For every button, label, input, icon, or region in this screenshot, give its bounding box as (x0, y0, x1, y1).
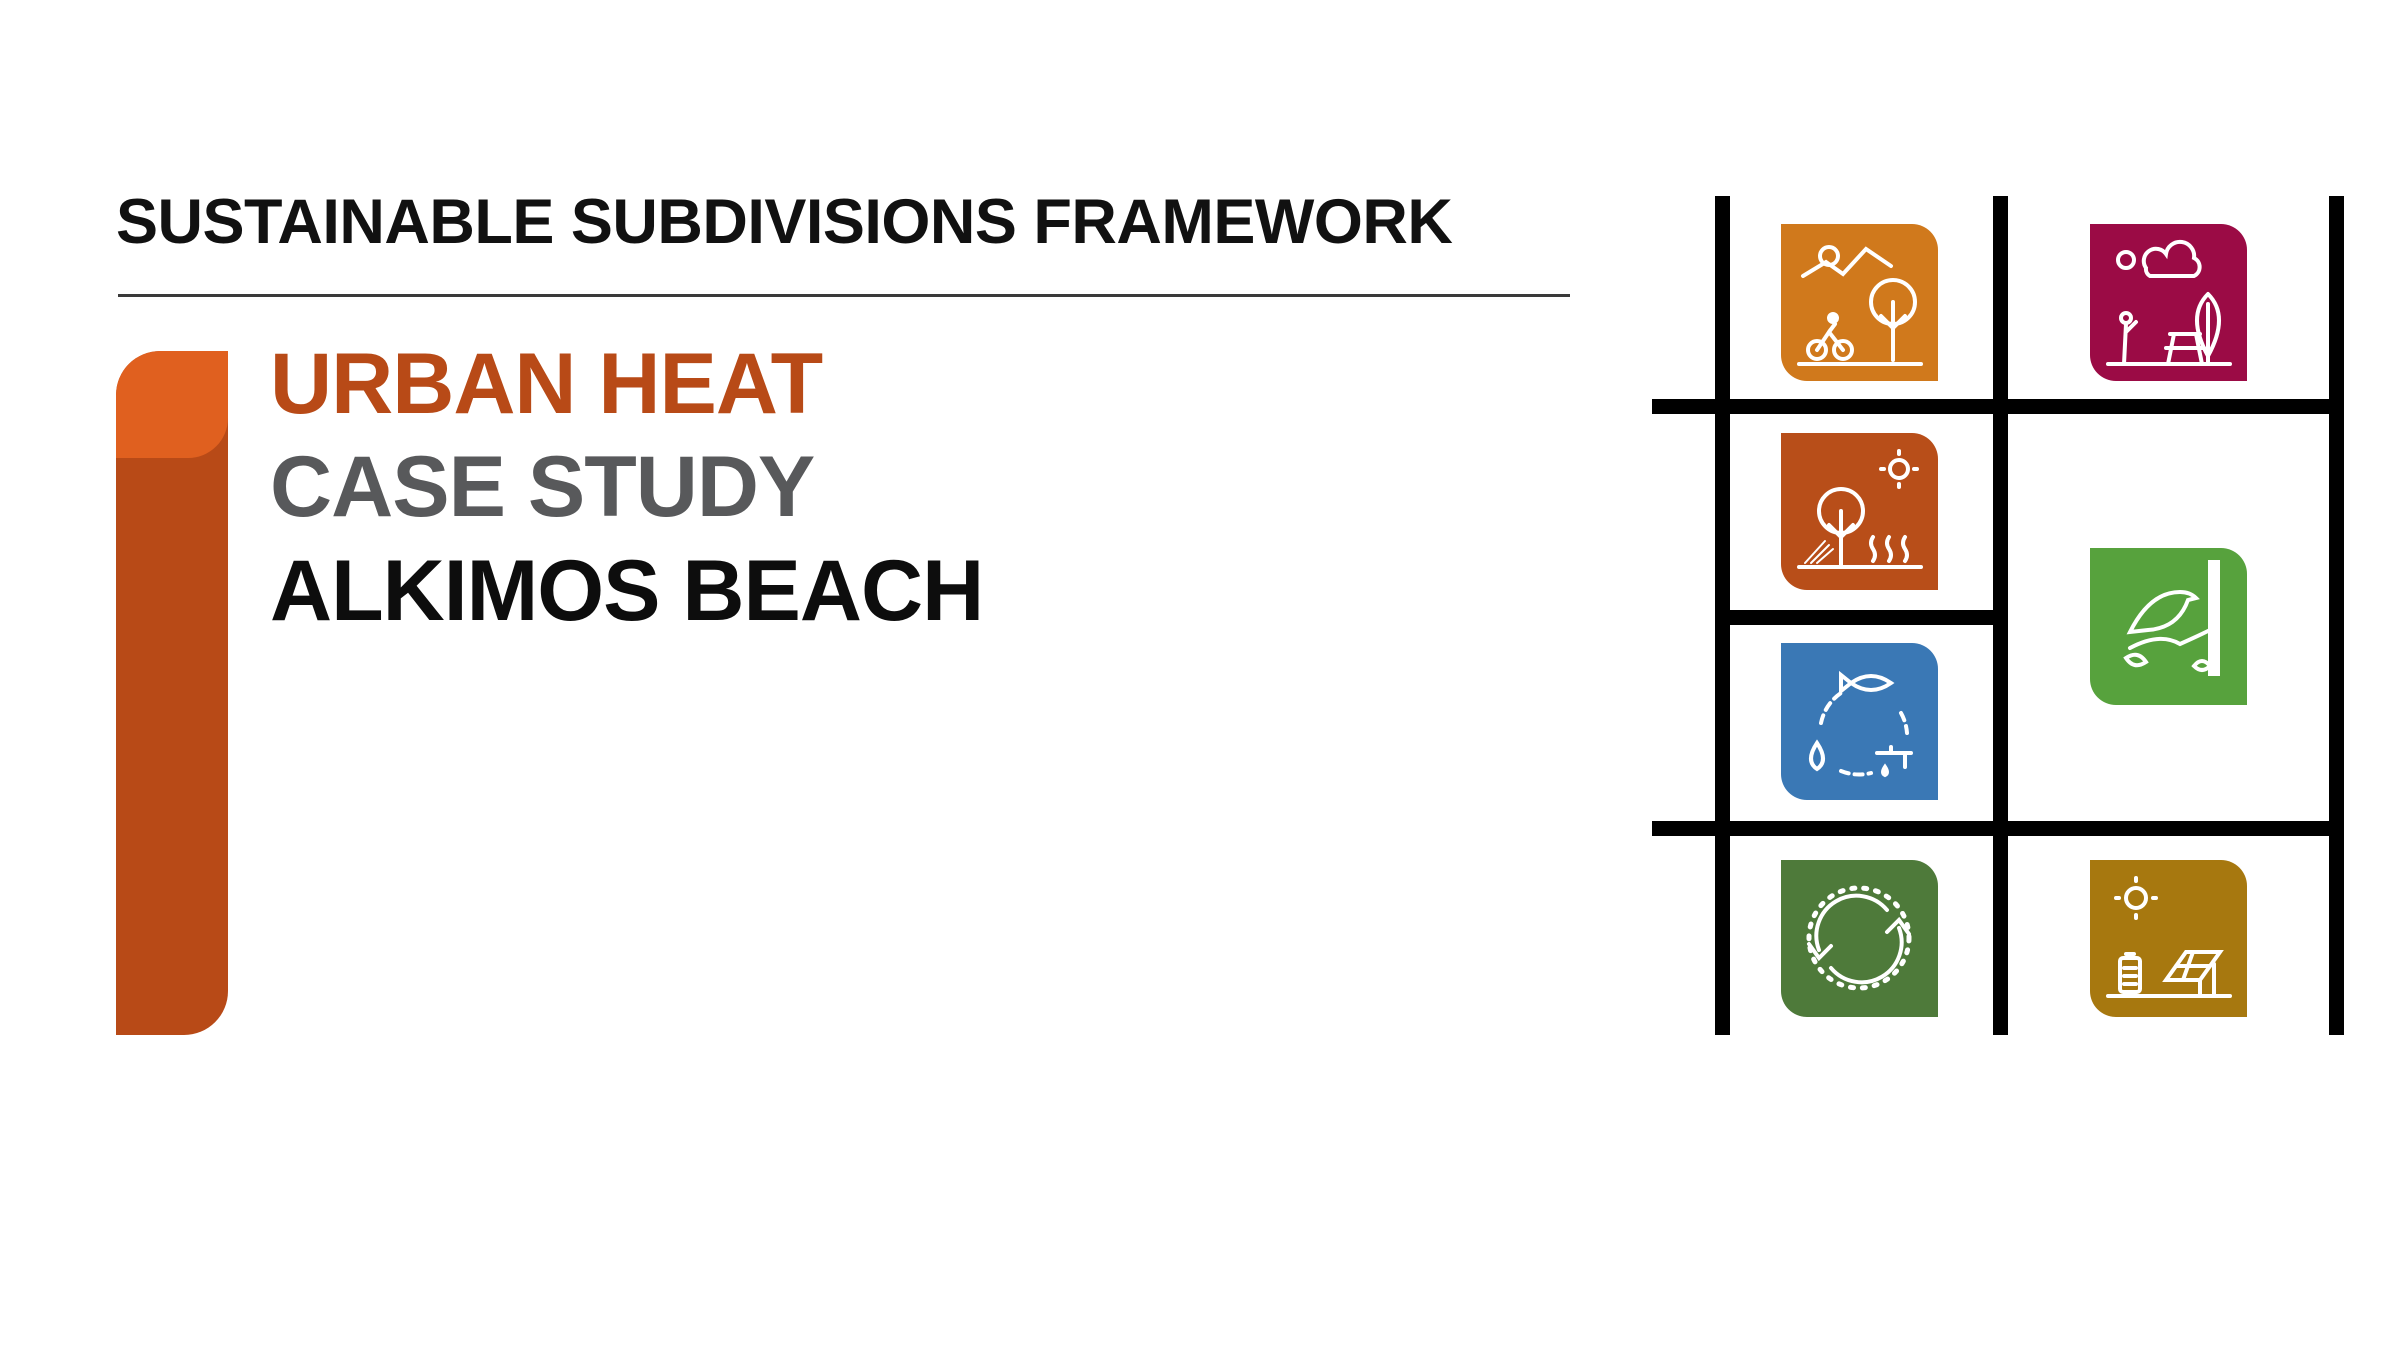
recycle-arrows-icon (1781, 860, 1938, 1017)
grid-line-horizontal (1652, 399, 2342, 414)
grid-line-horizontal (1652, 821, 2342, 836)
park-picnic-icon (2090, 224, 2247, 381)
grid-line-vertical (2329, 196, 2344, 1035)
solar-energy-icon (2090, 860, 2247, 1017)
case-study-heading: CASE STUDY (270, 439, 815, 535)
title-divider (118, 294, 1570, 297)
water-cycle-icon (1781, 643, 1938, 800)
topic-heading: URBAN HEAT (270, 336, 823, 432)
accent-bar (116, 351, 228, 1035)
grid-line-horizontal (1722, 610, 2000, 625)
framework-title: SUSTAINABLE SUBDIVISIONS FRAMEWORK (116, 187, 1453, 257)
location-heading: ALKIMOS BEACH (270, 543, 984, 639)
urban-heat-tree-icon (1781, 433, 1938, 590)
bird-biodiversity-icon (2090, 548, 2247, 705)
landscape-cycling-icon (1781, 224, 1938, 381)
accent-bar-top (116, 351, 228, 458)
